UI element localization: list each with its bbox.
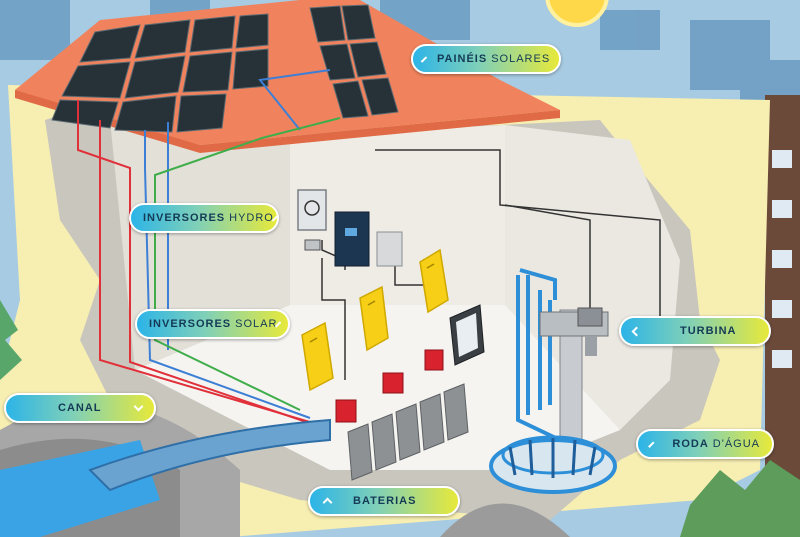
turbina-label: TURBINA <box>680 325 737 337</box>
cables-green <box>154 117 341 411</box>
chevron-left-icon <box>647 440 655 448</box>
paineis-solares-label-light: SOLARES <box>491 53 551 65</box>
solar-panel-array-right <box>309 4 399 119</box>
solar-panel-array-left <box>51 13 269 133</box>
cables-red <box>77 100 331 431</box>
inversores-hydro-label-light: HYDRO <box>229 212 274 224</box>
foliage-left <box>0 300 22 380</box>
stone-arch-right <box>440 503 570 537</box>
roda-dagua-label-bold: RODA <box>672 438 709 450</box>
hydro-inverter-screen <box>345 228 357 236</box>
baterias-button[interactable]: BATERIAS <box>308 486 460 516</box>
roof-edge <box>15 90 560 153</box>
turbina-button[interactable]: TURBINA <box>619 316 771 346</box>
canal-label: CANAL <box>58 402 102 414</box>
control-display-screen <box>456 313 478 357</box>
chevron-left-icon <box>631 326 642 336</box>
paineis-solares-label-bold: PAINÉIS <box>437 53 488 65</box>
canal-button[interactable]: CANAL <box>4 393 156 423</box>
hydro-switch-box <box>376 231 403 267</box>
canal-pipe <box>88 418 331 492</box>
inversores-solar-label-bold: INVERSORES <box>149 318 232 330</box>
neighbor-windows <box>772 150 792 368</box>
solar-inverter-marks <box>309 263 435 343</box>
solar-inverters <box>301 248 449 392</box>
charge-controllers <box>335 349 444 423</box>
battery-bank <box>347 383 469 481</box>
inversores-solar-button[interactable]: INVERSORES SOLAR <box>135 309 290 339</box>
roda-dagua-label-light: D'ÁGUA <box>712 438 760 450</box>
roda-dagua-button[interactable]: RODA D'ÁGUA <box>636 429 774 459</box>
hydro-inverter <box>334 211 370 267</box>
inversores-hydro-label-bold: INVERSORES <box>143 212 226 224</box>
turbine-generator <box>577 307 603 327</box>
cables-dark <box>321 149 661 380</box>
inversores-solar-label-light: SOLAR <box>235 318 278 330</box>
chevron-down-icon <box>133 401 144 412</box>
foliage-right <box>680 460 800 537</box>
meter-small <box>304 239 321 251</box>
baterias-label: BATERIAS <box>353 495 417 507</box>
hydro-controller-dial <box>304 200 320 216</box>
chevron-left-icon <box>420 55 428 63</box>
water-wheel-blades <box>508 438 597 478</box>
inversores-hydro-button[interactable]: INVERSORES HYDRO <box>129 203 279 233</box>
hydro-controller <box>297 189 327 231</box>
turbine-shaft <box>585 336 597 356</box>
sun <box>545 0 609 27</box>
paineis-solares-button[interactable]: PAINÉIS SOLARES <box>411 44 561 74</box>
chevron-up-icon <box>322 497 333 508</box>
